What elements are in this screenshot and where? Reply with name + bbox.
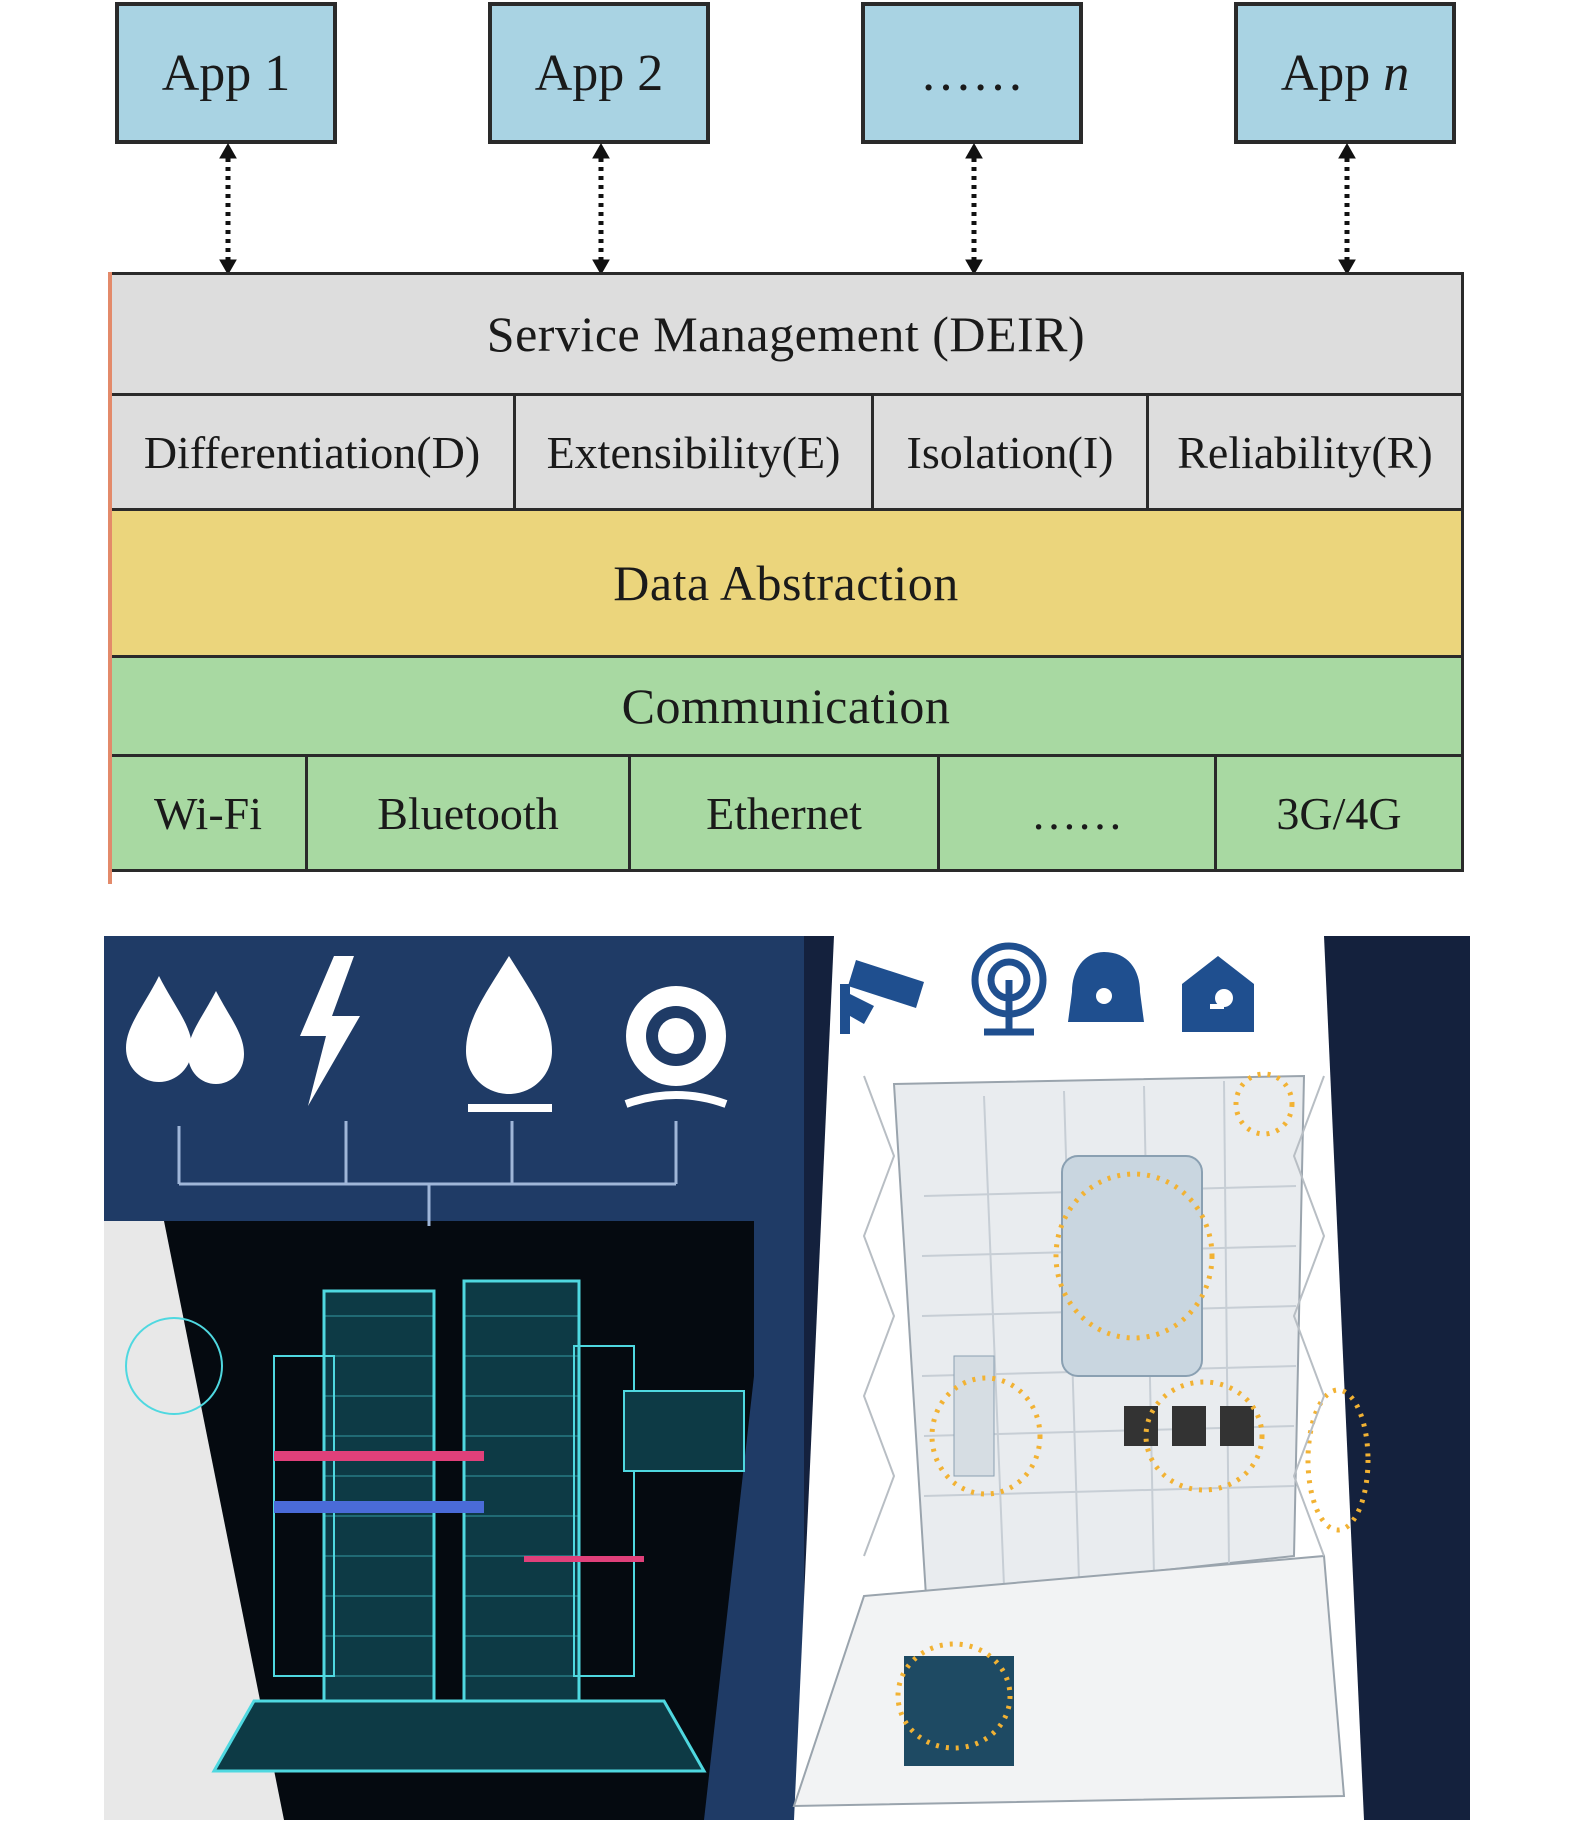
architecture-stack: Service Management (DEIR) Differentiatio… [108,272,1464,884]
camera-sensor-icon [624,986,728,1108]
building-monitoring-panel [104,936,804,1820]
wireless-antenna-icon [971,942,1047,1036]
arrow-app-n [1338,142,1356,276]
protocol-wifi-label: Wi-Fi [153,787,263,839]
alert-band-blue [274,1501,484,1513]
protocol-3g4g-label: 3G/4G [1276,787,1402,839]
workstation-chair-3 [1220,1406,1254,1446]
alert-band-pink-2 [524,1556,644,1562]
app-n-label: App n [1281,44,1410,103]
app-1-box: App 1 [115,2,337,144]
info-callout-panel [623,1390,745,1472]
highlight-rings [895,1071,1371,1751]
app-2-label: App 2 [534,44,664,102]
service-management-row: Service Management (DEIR) [108,272,1464,396]
home-key-icon [1182,956,1254,1032]
property-reliability: Reliability(R) [1146,393,1464,511]
app-1-label: App 1 [161,44,291,102]
protocol-ellipsis: …… [937,754,1217,872]
app-service-arrows [219,142,1356,276]
protocol-ellipsis-label: …… [1031,787,1123,839]
property-reliability-label: Reliability(R) [1177,426,1433,478]
app-n-box: App n [1234,2,1456,144]
building-hologram [211,1279,707,1773]
room-door [904,1656,1014,1766]
app-2-box: App 2 [488,2,710,144]
communication-row: Communication [108,655,1464,757]
arrow-app-1 [219,142,237,276]
water-tanks [1061,1155,1203,1377]
hologram-floor-lines [324,1315,579,1677]
water-drops-icon [126,976,244,1084]
property-isolation: Isolation(I) [871,393,1149,511]
data-abstraction-title: Data Abstraction [613,555,959,611]
equipment-room-panel [792,936,1470,1820]
app-ellipsis-label: …… [920,44,1024,102]
property-extensibility: Extensibility(E) [513,393,874,511]
data-abstraction-row: Data Abstraction [108,508,1464,658]
alarm-bell-icon [1068,952,1144,1022]
info-callout-circle [125,1317,223,1415]
protocol-ethernet-label: Ethernet [706,787,862,839]
protocol-wifi: Wi-Fi [108,754,308,872]
property-differentiation-label: Differentiation(D) [143,426,481,478]
protocol-ethernet: Ethernet [628,754,940,872]
gas-flame-icon [466,956,552,1112]
service-management-layer: Service Management (DEIR) [108,272,1464,396]
app-ellipsis-box: …… [861,2,1083,144]
workstation-chair-2 [1172,1406,1206,1446]
app-n-italic: n [1383,44,1410,102]
protocol-bluetooth-label: Bluetooth [377,787,559,839]
communication-layer: Communication [108,655,1464,757]
protocols-row: Wi-Fi Bluetooth Ethernet …… 3G/4G [108,754,1464,872]
smart-building-photos [104,936,1470,1820]
icon-connector-lines [177,1121,678,1226]
deir-properties-row: Differentiation(D) Extensibility(E) Isol… [108,393,1464,511]
property-isolation-label: Isolation(I) [906,426,1114,478]
arrow-app-2 [592,142,610,276]
service-management-title: Service Management (DEIR) [486,306,1086,362]
electrical-cabinet [953,1355,995,1477]
app-n-prefix: App [1280,44,1384,102]
protocol-3g4g: 3G/4G [1214,754,1464,872]
property-differentiation: Differentiation(D) [108,393,516,511]
roof-truss [862,1075,1326,1557]
lightning-icon [300,956,360,1106]
data-abstraction-layer: Data Abstraction [108,508,1464,658]
alert-band-pink [274,1451,484,1461]
cctv-camera-icon [840,960,924,1034]
arrow-app-ellipsis [965,142,983,276]
property-extensibility-label: Extensibility(E) [546,426,841,478]
protocol-bluetooth: Bluetooth [305,754,631,872]
stack-left-edge [108,272,112,884]
communication-title: Communication [621,678,951,734]
